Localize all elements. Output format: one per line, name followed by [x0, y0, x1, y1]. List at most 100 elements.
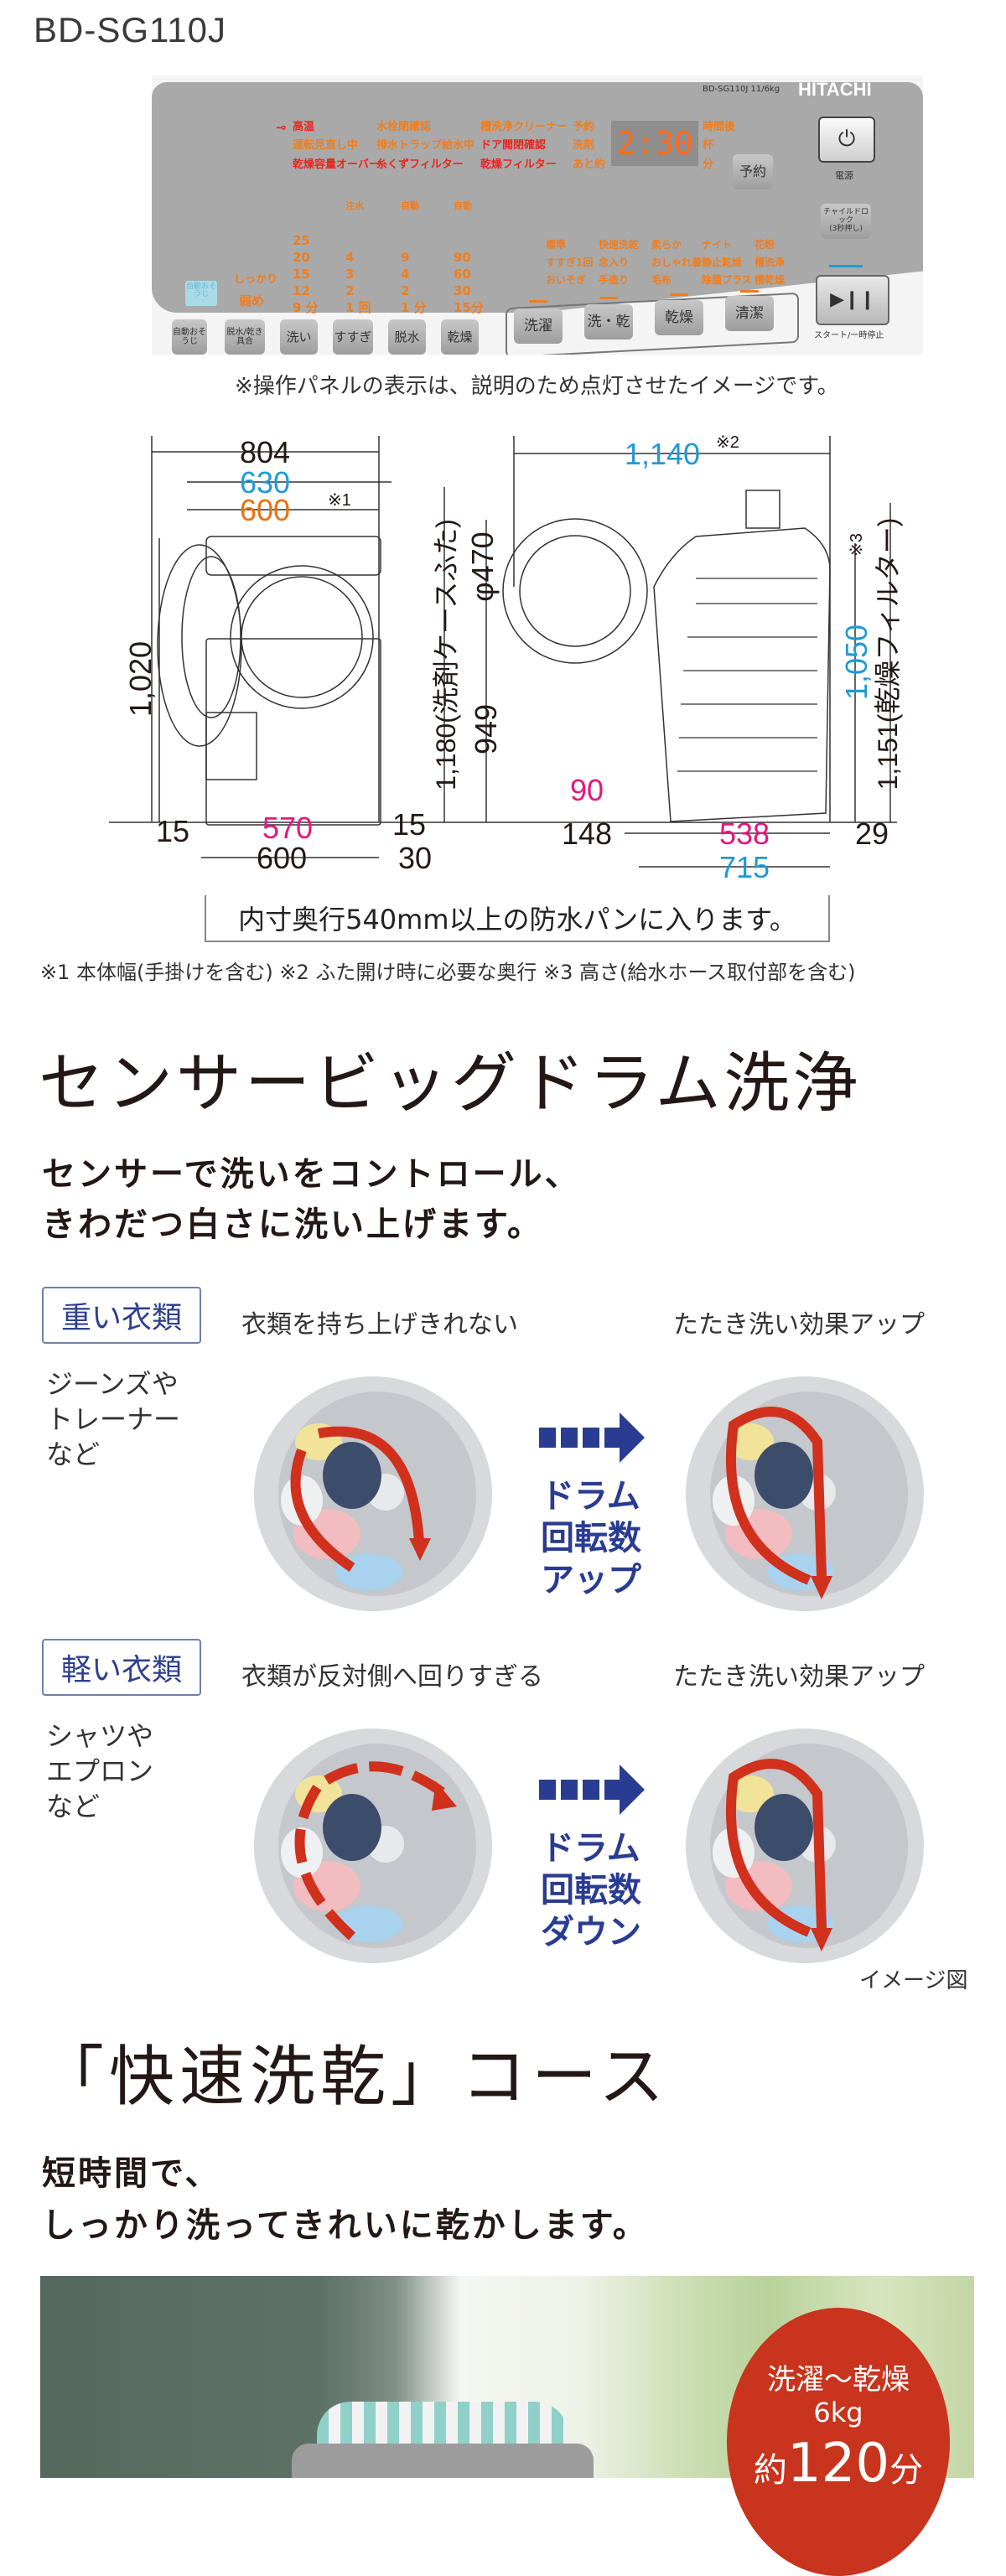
course-button[interactable]: 乾燥 — [655, 300, 703, 335]
course-label: おいそぎ — [546, 274, 587, 286]
example-line: など — [46, 1791, 101, 1822]
indicator: あと約 — [573, 158, 606, 171]
panel-button[interactable]: 乾燥 — [441, 319, 479, 355]
example-line: トレーナー — [46, 1403, 181, 1435]
drum-illustration — [254, 1729, 492, 1963]
panel-button[interactable]: 洗い — [280, 319, 318, 355]
course-led — [599, 297, 618, 299]
child-lock-sub: (3秒押し) — [829, 224, 863, 233]
unit: 分 — [703, 158, 714, 171]
rotation-change-line: ドラム — [541, 1829, 640, 1868]
indicator: 乾燥フィルター — [480, 158, 557, 171]
dry-strength: しっかり — [234, 273, 278, 286]
section-title-quick: 「快速洗乾」コース — [39, 2040, 670, 2115]
course-led — [529, 300, 547, 303]
dim-804: 804 — [240, 435, 290, 469]
option-value: 25 — [293, 233, 310, 248]
option-value: 1 分 — [401, 300, 427, 315]
course-label: 毛布 — [651, 274, 672, 286]
dimension-diagram: 804 630 600 ※1 1,020 15 570 15 600 30 1,… — [109, 433, 903, 884]
water-inlet — [745, 490, 780, 529]
course-label: 槽乾燥 — [754, 274, 786, 286]
drum-illustration — [686, 1376, 924, 1611]
rotation-change-line: 回転数 — [541, 1871, 641, 1910]
option-value: 2 — [345, 283, 355, 298]
drum-illustration — [686, 1729, 924, 1963]
course-led — [740, 290, 759, 293]
course-label: 念入り — [599, 257, 630, 268]
example-line: ジーンズや — [46, 1368, 179, 1400]
unit: 時間後 — [703, 121, 736, 133]
rotation-change-line: 回転数 — [541, 1519, 641, 1558]
option-value: 9 分 — [293, 300, 319, 315]
dim-1180: 1,180(洗剤ケースふた) — [431, 519, 461, 790]
course-label: すすぎ1回 — [546, 257, 594, 268]
course-label: 柔らか — [651, 239, 682, 251]
clothing-type-tag: 軽い衣類 — [42, 1639, 201, 1696]
panel-button[interactable]: 脱水/乾き具合 — [225, 319, 265, 355]
course-led — [670, 293, 688, 296]
option-value: 60 — [454, 267, 471, 282]
child-lock-button[interactable]: チャイルドロック (3秒押し) — [821, 204, 871, 239]
rotation-change-line: ドラム — [541, 1477, 640, 1516]
pan-note: 内寸奥行540mm以上の防水パンに入ります。 — [205, 895, 830, 942]
dim-1050: 1,050 — [839, 625, 874, 700]
after-caption: たたき洗い効果アップ — [673, 1662, 925, 1692]
sensor-subtitle-1: センサーで洗いをコントロール、 — [42, 1155, 581, 1194]
reserve-button[interactable]: 予約 — [733, 154, 773, 189]
dim-phi470: φ470 — [465, 531, 500, 601]
badge-unit: 分 — [889, 2451, 924, 2490]
start-pause-button[interactable]: ▶❙❙ — [816, 275, 889, 325]
dim-715: 715 — [719, 850, 770, 884]
rotation-change: ドラム回転数ダウン — [541, 1827, 641, 1953]
hitachi-logo: HITACHI — [798, 79, 872, 100]
course-label: 槽洗浄 — [754, 257, 786, 268]
panel-button[interactable]: 脱水 — [388, 319, 426, 355]
dim-630: 630 — [240, 465, 290, 500]
time-display: 2:30 — [611, 121, 698, 166]
before-caption: 衣類を持ち上げきれない — [241, 1310, 518, 1340]
option-value: 20 — [293, 250, 310, 265]
option-value: 4 — [401, 267, 410, 282]
option-value: 2 — [401, 283, 410, 298]
course-button[interactable]: 洗濯 — [514, 308, 563, 344]
option-value: 15分 — [454, 300, 484, 315]
example-line: シャツや — [46, 1720, 154, 1752]
drum-illustration — [254, 1376, 492, 1611]
auto-clean-indicator: 自動おそうじ — [185, 281, 217, 306]
course-button[interactable]: 清潔 — [725, 296, 774, 331]
course-button[interactable]: 洗・乾 — [584, 304, 633, 339]
panel-caption: ※操作パネルの表示は、説明のため点灯させたイメージです。 — [235, 374, 839, 399]
arrow-right-icon — [539, 1412, 645, 1463]
indicator: 運転見直し中 — [293, 139, 359, 152]
course-label: 手造り — [599, 274, 630, 286]
course-label: おしゃれ着 — [651, 257, 703, 268]
note-2: ※2 — [716, 433, 739, 452]
panel-button[interactable]: 自動おそうじ — [172, 319, 207, 355]
course-label: 花粉 — [754, 239, 775, 251]
example-line: など — [46, 1438, 101, 1470]
time-badge: 洗濯～乾燥 6kg 約120分 — [727, 2308, 950, 2576]
dim-600-bottom: 600 — [257, 841, 307, 875]
door-side — [502, 518, 648, 664]
course-label: ナイト — [702, 239, 733, 251]
badge-prefix: 約 — [753, 2451, 787, 2490]
arrow-right-icon — [539, 1765, 645, 1815]
panel-button[interactable]: すすぎ — [333, 319, 373, 355]
dim-538: 538 — [719, 816, 770, 851]
quick-subtitle-1: 短時間で、 — [42, 2154, 221, 2193]
dim-30: 30 — [398, 841, 432, 875]
option-column-head: 自動 — [401, 200, 419, 211]
child-lock-label: チャイルドロック — [823, 208, 869, 225]
panel-face — [152, 82, 923, 313]
quick-subtitle-2: しっかり洗ってきれいに乾かします。 — [42, 2206, 649, 2245]
model-title: BD-SG110J — [34, 10, 226, 49]
indicator: 高温 — [293, 121, 315, 133]
drum-opening — [230, 565, 374, 709]
clothing-examples: シャツやエプロンなど — [46, 1718, 153, 1824]
start-indicator — [829, 265, 863, 267]
dim-29: 29 — [855, 816, 889, 851]
option-value: 9 — [401, 250, 410, 265]
power-button[interactable]: ⏻ — [818, 117, 875, 163]
indicator: 乾燥容量オーバー — [293, 158, 380, 171]
